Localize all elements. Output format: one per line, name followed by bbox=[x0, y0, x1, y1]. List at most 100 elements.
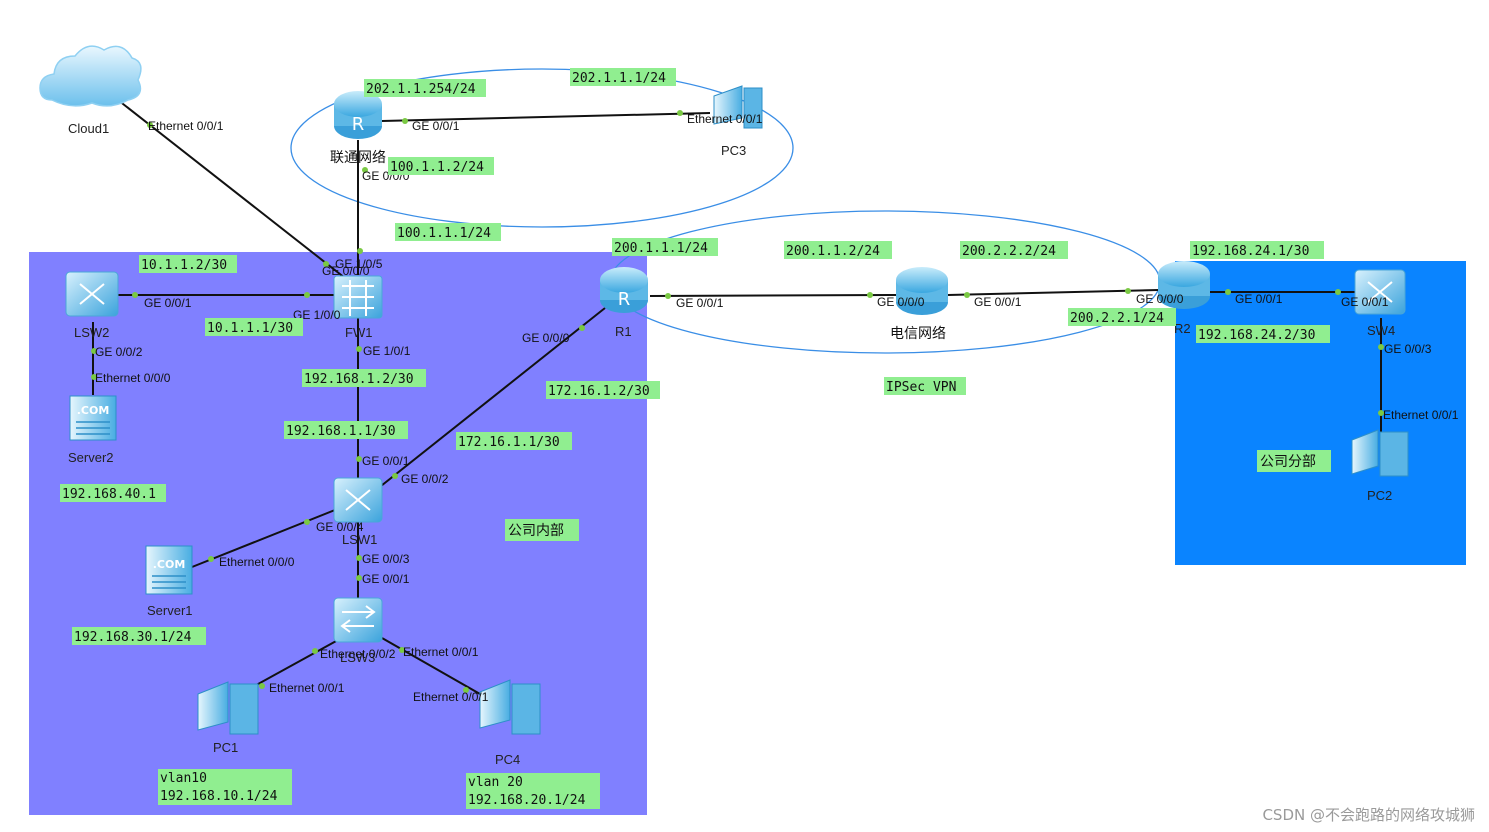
device-label-pc4: PC4 bbox=[495, 752, 520, 767]
pc4-icon[interactable] bbox=[479, 679, 541, 735]
ip-label: 192.168.1.2/30 bbox=[304, 372, 414, 387]
svg-text:.COM: .COM bbox=[153, 558, 186, 571]
zone-label-branch: 公司分部 bbox=[1260, 454, 1316, 470]
cloud-icon[interactable] bbox=[39, 45, 142, 107]
device-label-pc2: PC2 bbox=[1367, 488, 1392, 503]
port-label: GE 1/0/5 bbox=[335, 257, 383, 271]
link-r1-lsw1 bbox=[375, 307, 606, 491]
port-label: Ethernet 0/0/1 bbox=[687, 112, 763, 126]
ip-label: vlan 20 bbox=[468, 775, 523, 790]
device-label-telecom: 电信网络 bbox=[890, 326, 946, 342]
server1-icon[interactable]: .COM bbox=[145, 545, 193, 595]
lsw2-icon[interactable] bbox=[65, 271, 119, 317]
port-label: GE 0/0/2 bbox=[95, 345, 143, 359]
ip-label: 10.1.1.1/30 bbox=[207, 321, 293, 336]
device-label-sw4: SW4 bbox=[1367, 323, 1395, 338]
port-label: GE 0/0/1 bbox=[362, 572, 410, 586]
link-r1-telecom bbox=[649, 294, 897, 297]
port-label: GE 0/0/2 bbox=[401, 472, 449, 486]
ip-label: 172.16.1.1/30 bbox=[458, 435, 560, 450]
port-label: GE 0/0/0 bbox=[1136, 292, 1184, 306]
port-label: GE 0/0/1 bbox=[1341, 295, 1389, 309]
link-telecom-r2 bbox=[947, 289, 1159, 296]
zone-label-internal: 公司内部 bbox=[508, 523, 564, 539]
fw1-icon[interactable] bbox=[333, 275, 383, 319]
ip-label: 172.16.1.2/30 bbox=[548, 384, 650, 399]
ip-label: 200.1.1.2/24 bbox=[786, 244, 880, 259]
port-label: Ethernet 0/0/0 bbox=[219, 555, 295, 569]
port-label: GE 0/0/0 bbox=[522, 331, 570, 345]
zone-branch bbox=[1175, 261, 1466, 565]
r2-router-icon[interactable] bbox=[1158, 261, 1210, 309]
device-label-pc1: PC1 bbox=[213, 740, 238, 755]
ip-label: 100.1.1.1/24 bbox=[397, 226, 491, 241]
port-label: GE 0/0/0 bbox=[877, 295, 925, 309]
ip-label: 192.168.24.1/30 bbox=[1192, 244, 1309, 259]
port-label: GE 0/0/1 bbox=[974, 295, 1022, 309]
ip-label: 200.1.1.1/24 bbox=[614, 241, 708, 256]
svg-text:R: R bbox=[618, 289, 631, 310]
device-label-lsw2: LSW2 bbox=[74, 325, 109, 340]
server2-icon[interactable]: .COM bbox=[69, 395, 117, 441]
unicom-ellipse bbox=[290, 68, 794, 228]
device-label-lsw3: LSW3 bbox=[340, 650, 375, 665]
pc2-icon[interactable] bbox=[1351, 429, 1409, 477]
device-label-cloud1: Cloud1 bbox=[68, 121, 109, 136]
ip-label: 192.168.30.1/24 bbox=[74, 630, 192, 645]
ip-label: 192.168.40.1 bbox=[62, 487, 156, 502]
port-label: GE 1/0/0 bbox=[293, 308, 341, 322]
pc3-icon[interactable] bbox=[713, 85, 763, 129]
ip-label: 192.168.1.1/30 bbox=[286, 424, 396, 439]
port-label: GE 1/0/1 bbox=[363, 344, 411, 358]
link-lsw3-pc4 bbox=[381, 637, 481, 695]
link-unicom-pc3 bbox=[381, 112, 711, 122]
ip-label: vlan10 bbox=[160, 771, 207, 786]
r1-router-icon[interactable]: R bbox=[600, 267, 648, 313]
lsw1-icon[interactable] bbox=[333, 477, 383, 523]
port-label: GE 0/0/0 bbox=[322, 264, 370, 278]
port-label: GE 0/0/3 bbox=[1384, 342, 1432, 356]
port-dots bbox=[91, 110, 1384, 693]
port-label: GE 0/0/1 bbox=[412, 119, 460, 133]
device-label-pc3: PC3 bbox=[721, 143, 746, 158]
vpn-ellipse bbox=[609, 210, 1161, 354]
port-label: GE 0/0/1 bbox=[362, 454, 410, 468]
ip-label: 202.1.1.254/24 bbox=[366, 82, 476, 97]
lsw3-icon[interactable] bbox=[333, 597, 383, 643]
port-label: GE 0/0/1 bbox=[676, 296, 724, 310]
ip-label: 200.2.2.1/24 bbox=[1070, 311, 1164, 326]
pc1-icon[interactable] bbox=[197, 681, 259, 735]
svg-text:.COM: .COM bbox=[77, 404, 110, 417]
svg-text:R: R bbox=[352, 114, 365, 135]
ip-label: 192.168.20.1/24 bbox=[468, 793, 586, 808]
device-label-server2: Server2 bbox=[68, 450, 114, 465]
watermark: CSDN @不会跑路的网络攻城狮 bbox=[1262, 806, 1475, 824]
port-label: GE 0/0/4 bbox=[316, 520, 364, 534]
device-label-fw1: FW1 bbox=[345, 325, 372, 340]
ip-label: 200.2.2.2/24 bbox=[962, 244, 1056, 259]
ip-label: 192.168.24.2/30 bbox=[1198, 328, 1315, 343]
ip-labels: 202.1.1.254/24 202.1.1.1/24 100.1.1.2/24… bbox=[60, 68, 1330, 809]
device-label-r2: R2 bbox=[1174, 321, 1191, 336]
telecom-router-icon[interactable] bbox=[896, 267, 948, 315]
port-label: Ethernet 0/0/1 bbox=[1383, 408, 1459, 422]
vpn-label: IPSec VPN bbox=[886, 380, 956, 395]
port-label: GE 0/0/1 bbox=[144, 296, 192, 310]
sw4-icon[interactable] bbox=[1354, 269, 1406, 315]
device-label-server1: Server1 bbox=[147, 603, 193, 618]
port-label: Ethernet 0/0/1 bbox=[403, 645, 479, 659]
link-lsw1-server1 bbox=[191, 507, 341, 568]
device-label-unicom: 联通网络 bbox=[330, 150, 386, 166]
port-label: Ethernet 0/0/1 bbox=[413, 690, 489, 704]
port-label: Ethernet 0/0/2 bbox=[320, 647, 396, 661]
ip-label: 192.168.10.1/24 bbox=[160, 789, 278, 804]
unicom-router-icon[interactable]: R bbox=[334, 91, 382, 139]
ip-label: 100.1.1.2/24 bbox=[390, 160, 484, 175]
device-label-lsw1: LSW1 bbox=[342, 532, 377, 547]
device-label-r1: R1 bbox=[615, 324, 632, 339]
ip-label: 10.1.1.2/30 bbox=[141, 258, 227, 273]
port-label: GE 0/0/3 bbox=[362, 552, 410, 566]
ip-label: 202.1.1.1/24 bbox=[572, 71, 666, 86]
port-label: Ethernet 0/0/0 bbox=[95, 371, 171, 385]
port-label: GE 0/0/1 bbox=[1235, 292, 1283, 306]
